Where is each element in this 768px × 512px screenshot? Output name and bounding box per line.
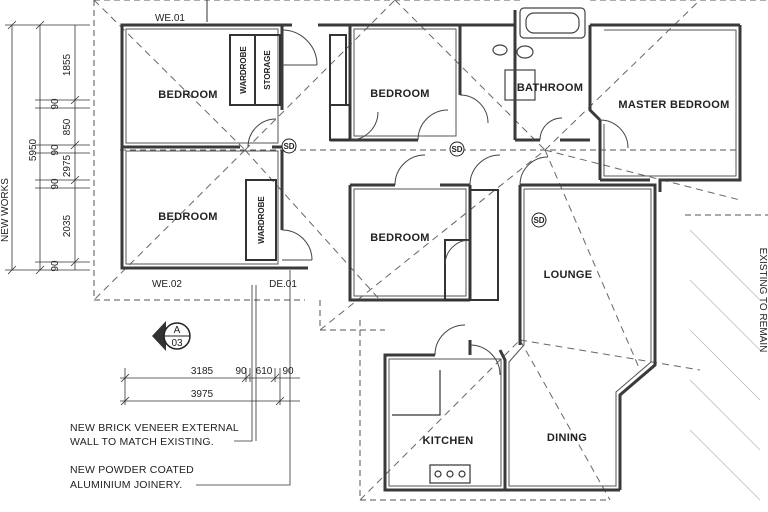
room-label-dining: DINING <box>547 432 587 444</box>
room-label-bedroom-sw: BEDROOM <box>158 211 218 223</box>
room-label-lounge: LOUNGE <box>544 269 593 281</box>
room-label-master-bedroom: MASTER BEDROOM <box>618 99 729 111</box>
dim-v-1855: 1855 <box>62 53 73 76</box>
section-number: 03 <box>171 338 183 349</box>
tag-de01: DE.01 <box>269 279 297 290</box>
wardrobe-label-bottom: WARDROBE <box>257 196 266 244</box>
wardrobe-label-top: WARDROBE <box>239 46 248 94</box>
room-label-bathroom: BATHROOM <box>517 82 583 94</box>
tag-we02: WE.02 <box>152 279 182 290</box>
section-letter: A <box>174 325 181 336</box>
dim-h-3975: 3975 <box>191 389 214 400</box>
dim-h-90a: 90 <box>235 366 247 377</box>
note-joinery-line-1: NEW POWDER COATED <box>70 464 194 476</box>
existing-hatching <box>689 229 761 501</box>
note-brick-line-1: NEW BRICK VENEER EXTERNAL <box>70 422 239 434</box>
dim-v-90b: 90 <box>50 144 61 156</box>
horizontal-dimension-lines <box>120 368 300 406</box>
sd-label-2: SD <box>451 145 462 154</box>
smoke-detectors: SD SD SD <box>281 138 547 228</box>
walls <box>120 10 742 492</box>
dim-v-2035: 2035 <box>62 214 73 237</box>
dim-h-3185: 3185 <box>191 366 214 377</box>
vertical-dimension-lines <box>5 20 90 275</box>
sd-label-1: SD <box>283 142 294 151</box>
dim-h-90b: 90 <box>282 366 294 377</box>
note-brick-line-2: WALL TO MATCH EXISTING. <box>70 436 214 448</box>
edge-label-existing: EXISTING TO REMAIN <box>757 248 768 353</box>
dim-v-90a: 90 <box>50 98 61 110</box>
room-label-kitchen: KITCHEN <box>423 435 474 447</box>
sd-label-3: SD <box>533 216 544 225</box>
new-works-label: NEW WORKS <box>0 178 11 242</box>
note-leaders <box>196 270 291 486</box>
room-label-bedroom-n: BEDROOM <box>370 88 430 100</box>
dim-v-850: 850 <box>62 118 73 135</box>
note-joinery-line-2: ALUMINIUM JOINERY. <box>70 479 182 491</box>
door-swings <box>247 29 629 376</box>
storage-label: STORAGE <box>263 50 272 90</box>
dim-v-2975: 2975 <box>62 154 73 177</box>
wall-linings <box>125 28 737 487</box>
dim-v-90c: 90 <box>50 178 61 190</box>
bath-fixtures <box>492 7 586 101</box>
tag-we01: WE.01 <box>155 13 185 24</box>
dim-v-90d: 90 <box>50 260 61 272</box>
dim-h-610: 610 <box>256 366 273 377</box>
kitchen-bench <box>392 370 471 484</box>
dim-overall: 5950 <box>28 138 39 161</box>
built-in-units <box>229 34 499 301</box>
room-label-bedroom-nw: BEDROOM <box>158 89 218 101</box>
section-marker: A 03 <box>152 321 191 351</box>
room-label-bedroom-mid: BEDROOM <box>370 232 430 244</box>
